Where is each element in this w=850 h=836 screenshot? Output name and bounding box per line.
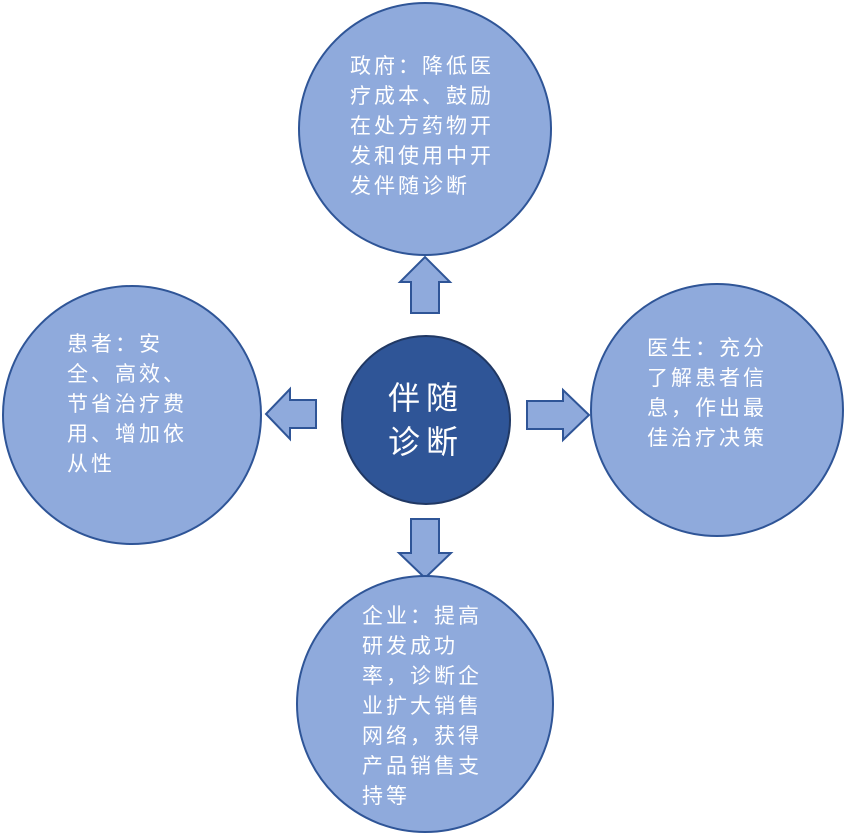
center-title: 伴随诊断 [387,379,464,461]
government-circle: 政府：降低医疗成本、鼓励在处方药物开发和使用中开发伴随诊断 [298,2,552,256]
arrow-up-icon [397,255,453,314]
arrow-right-icon [526,387,591,443]
patient-text: 患者：安全、高效、节省治疗费用、增加依从性 [67,332,187,476]
government-text: 政府：降低医疗成本、鼓励在处方药物开发和使用中开发伴随诊断 [350,54,494,198]
arrow-left-icon [264,386,317,442]
enterprise-circle: 企业：提高研发成功率，诊断企业扩大销售网络，获得产品销售支持等 [296,575,554,833]
arrow-down-icon [396,518,454,580]
enterprise-text: 企业：提高研发成功率，诊断企业扩大销售网络，获得产品销售支持等 [362,604,482,808]
companion-diagnostics-center-circle: 伴随诊断 [341,335,511,505]
doctor-circle: 医生：充分了解患者信息，作出最佳治疗决策 [590,283,844,537]
patient-circle: 患者：安全、高效、节省治疗费用、增加依从性 [2,285,262,545]
doctor-text: 医生：充分了解患者信息，作出最佳治疗决策 [647,336,767,450]
